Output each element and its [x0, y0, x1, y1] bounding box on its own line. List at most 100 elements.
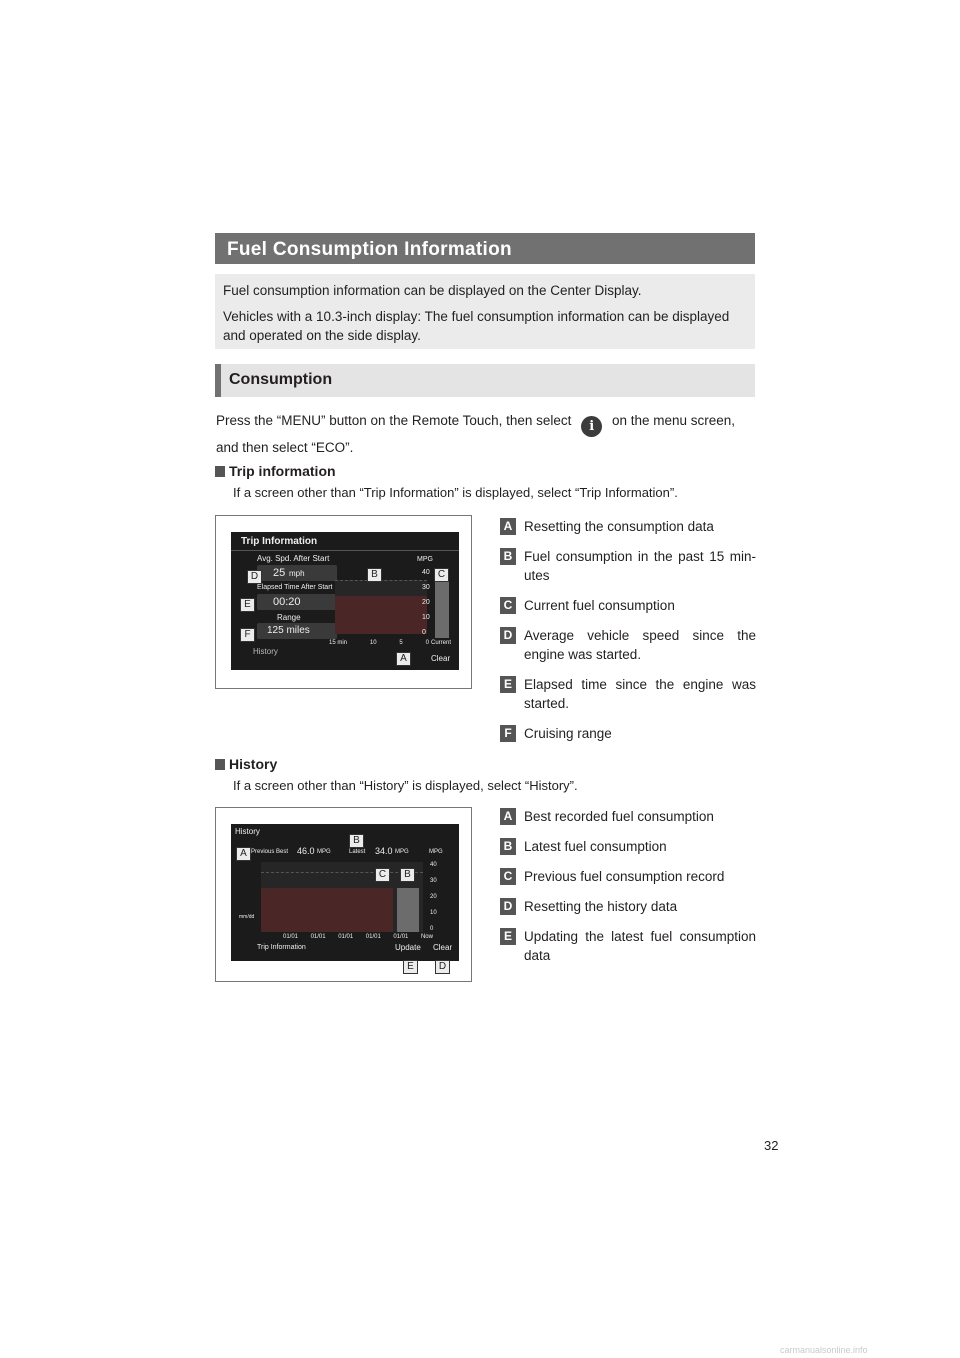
current-label: Current [431, 640, 452, 646]
trip-screen-title: Trip Information [241, 536, 318, 547]
info-icon: i [581, 416, 603, 437]
history-record-bars [261, 888, 393, 932]
legend-badge: A [500, 518, 516, 535]
instruction-before: Press the “MENU” button on the Remote To… [216, 413, 572, 428]
intro-box: Fuel consumption information can be disp… [215, 274, 755, 349]
history-legend-item: C Previous fuel consumption record [500, 867, 756, 886]
trip-y-tick: 40 [422, 569, 430, 576]
history-x-tick: 01/01 [338, 934, 354, 940]
trip-x-tick: 0 [425, 640, 429, 646]
legend-text: Current fuel consumption [524, 598, 675, 613]
legend-badge: A [500, 808, 516, 825]
legend-text: Elapsed time since the engine was starte… [524, 677, 756, 711]
history-callout-d: D [435, 960, 450, 974]
history-x-tick: 01/01 [310, 934, 326, 940]
history-y-tick: 20 [430, 894, 437, 900]
trip-callout-d: D [247, 570, 262, 584]
trip-x-ticks: 15 min 10 5 0 [329, 640, 429, 646]
avg-speed-value: 25 [273, 567, 286, 579]
trip-info-heading: Trip information [215, 463, 336, 479]
legend-badge: E [500, 676, 516, 693]
legend-text: Resetting the history data [524, 899, 678, 914]
history-clear-button[interactable]: Clear [433, 943, 453, 952]
trip-y-ticks: 40 30 20 10 0 [422, 565, 430, 640]
latest-consumption-bar [397, 888, 419, 932]
latest-unit: MPG [395, 849, 409, 855]
previous-best-value: 46.0 [297, 846, 315, 856]
history-x-tick: 01/01 [393, 934, 409, 940]
trip-legend-item: B Fuel consumption in the past 15 min-ute… [500, 547, 756, 585]
page-number: 32 [764, 1138, 779, 1153]
trip-y-tick: 0 [422, 629, 426, 636]
trip-callout-b: B [367, 568, 382, 582]
square-bullet-icon [215, 759, 225, 770]
history-y-tick: 0 [430, 926, 434, 932]
update-button[interactable]: Update [395, 943, 421, 952]
trip-clear-button[interactable]: Clear [431, 654, 451, 663]
history-screen: History Previous Best 46.0 MPG Latest 34… [231, 824, 459, 961]
trip-x-tick: 5 [399, 640, 403, 646]
avg-speed-field: 25 mph [257, 565, 337, 581]
history-legend-item: D Resetting the history data [500, 897, 756, 916]
trip-legend-item: E Elapsed time since the engine was start… [500, 675, 756, 713]
history-screenshot: History Previous Best 46.0 MPG Latest 34… [215, 807, 472, 982]
legend-badge: D [500, 627, 516, 644]
history-callout-b-top: B [349, 834, 364, 848]
trip-callout-e: E [240, 598, 255, 612]
trip-graph-area [335, 580, 427, 634]
trip-callout-c: C [434, 568, 449, 582]
history-x-tick: 01/01 [283, 934, 299, 940]
trip-y-tick: 30 [422, 584, 430, 591]
intro-paragraph-1: Fuel consumption information can be disp… [223, 283, 642, 298]
history-callout-c: C [375, 868, 390, 882]
history-callout-a: A [236, 847, 251, 861]
legend-badge: C [500, 868, 516, 885]
history-button[interactable]: History [253, 647, 278, 656]
history-y-tick: 40 [430, 862, 437, 868]
elapsed-time-value: 00:20 [273, 596, 301, 608]
elapsed-time-label: Elapsed Time After Start [257, 584, 333, 591]
legend-badge: D [500, 898, 516, 915]
current-consumption-bar [435, 568, 449, 638]
history-y-tick: 10 [430, 910, 437, 916]
trip-x-tick: 15 min [329, 640, 348, 646]
previous-best-unit: MPG [317, 849, 331, 855]
range-value: 125 miles [267, 625, 310, 636]
trip-information-button[interactable]: Trip Information [257, 944, 306, 951]
elapsed-time-field: 00:20 [257, 594, 337, 610]
watermark: carmanualsonline.info [780, 1345, 868, 1355]
trip-y-tick: 10 [422, 614, 430, 621]
trip-legend-item: C Current fuel consumption [500, 596, 756, 615]
section-title: Fuel Consumption Information [227, 239, 512, 260]
history-x-tick: 01/01 [365, 934, 381, 940]
history-legend-item: A Best recorded fuel consumption [500, 807, 756, 826]
trip-legend-item: D Average vehicle speed since the engine … [500, 626, 756, 664]
trip-graph-bars [335, 596, 427, 634]
legend-badge: B [500, 838, 516, 855]
legend-badge: E [500, 928, 516, 945]
square-bullet-icon [215, 466, 225, 477]
consumption-heading: Consumption [229, 371, 333, 388]
legend-text: Average vehicle speed since the engine w… [524, 628, 756, 662]
instruction-after: on the menu screen, and then select “ECO… [216, 413, 736, 455]
section-title-bar: Fuel Consumption Information [215, 233, 755, 264]
trip-graph-unit: MPG [417, 556, 433, 563]
legend-badge: C [500, 597, 516, 614]
latest-value: 34.0 [375, 846, 393, 856]
history-best-line [261, 872, 423, 873]
trip-info-note: If a screen other than “Trip Information… [233, 485, 678, 500]
legend-text: Fuel consumption in the past 15 min-utes [524, 549, 756, 583]
legend-text: Previous fuel consumption record [524, 869, 725, 884]
history-x-tick: Now [420, 934, 433, 940]
trip-info-screenshot: Trip Information Avg. Spd. After Start 2… [215, 515, 472, 689]
legend-text: Best recorded fuel consumption [524, 809, 714, 824]
consumption-heading-bar: Consumption [215, 364, 755, 397]
avg-speed-label: Avg. Spd. After Start [257, 554, 330, 563]
trip-y-tick: 20 [422, 599, 430, 606]
history-graph-unit: MPG [429, 849, 443, 855]
legend-badge: B [500, 548, 516, 565]
